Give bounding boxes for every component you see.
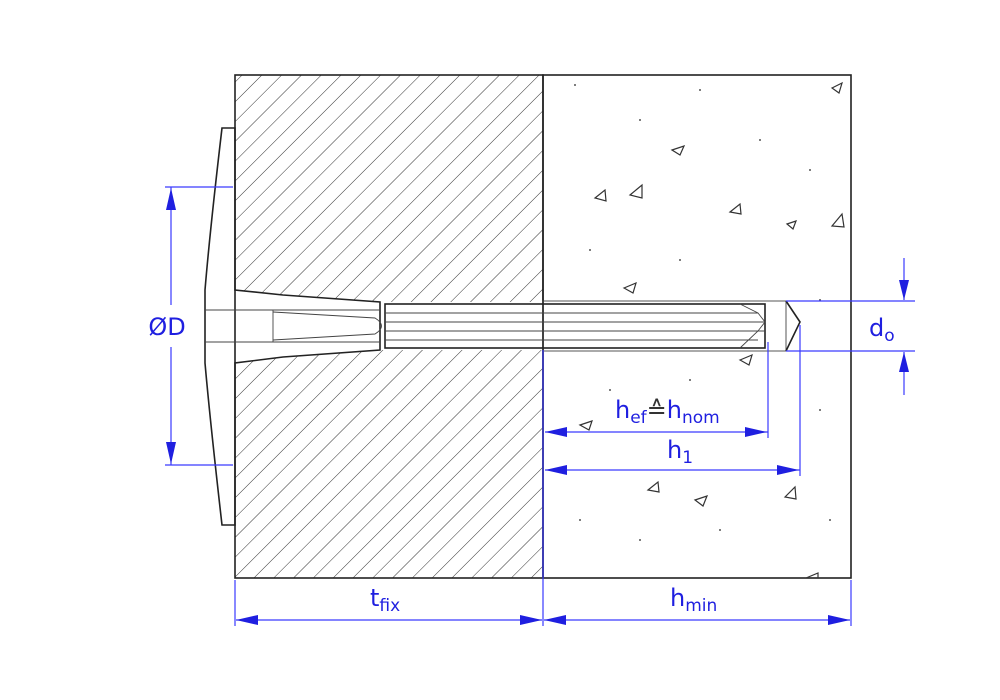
aggregate-triangles	[578, 81, 845, 579]
label-od: ØD	[148, 313, 185, 341]
dimension-tfix: tfix	[234, 350, 544, 626]
dimension-hef: hef≙hnom	[545, 342, 769, 438]
dimension-h1: h1	[545, 325, 801, 476]
label-tfix: tfix	[370, 584, 400, 616]
label-do: do	[869, 314, 895, 346]
label-hef-hnom: hef≙hnom	[615, 396, 720, 428]
dimension-od: ØD	[148, 186, 233, 466]
dimension-do: do	[786, 258, 915, 395]
aggregate-dots	[574, 84, 831, 541]
insulation-layer	[234, 74, 544, 579]
label-h1: h1	[667, 436, 693, 468]
concrete-base	[542, 74, 852, 579]
insulation-anchor	[204, 127, 766, 526]
dimension-hmin: hmin	[544, 580, 852, 626]
label-hmin: hmin	[670, 584, 717, 616]
